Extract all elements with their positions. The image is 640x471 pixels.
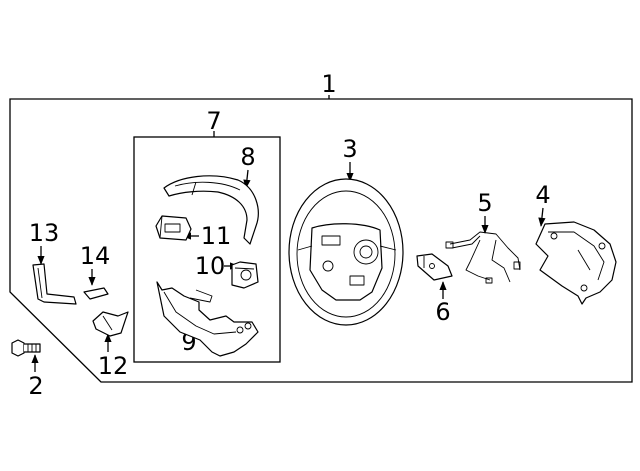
bracket-part xyxy=(416,253,453,281)
leader-4 xyxy=(538,207,546,227)
small-pad-part xyxy=(83,287,109,300)
callout-6: 6 xyxy=(435,298,450,326)
callout-7: 7 xyxy=(206,107,221,135)
callout-12: 12 xyxy=(98,352,129,380)
assembly-outline xyxy=(9,98,633,383)
callout-11: 11 xyxy=(201,222,232,250)
steering-wheel-part xyxy=(288,178,404,326)
control-switch-part xyxy=(231,261,259,289)
wiring-harness-part xyxy=(445,231,521,284)
trim-strip-part xyxy=(32,263,77,305)
bolt-part xyxy=(11,339,41,357)
lower-bezel-part xyxy=(156,281,259,357)
callout-2: 2 xyxy=(28,372,43,400)
lower-cover-part xyxy=(92,311,129,337)
callout-3: 3 xyxy=(342,135,357,163)
upper-bezel-part xyxy=(163,175,259,245)
switch-part xyxy=(155,215,192,241)
callout-1: 1 xyxy=(321,70,336,98)
callout-14: 14 xyxy=(80,242,111,270)
callout-5: 5 xyxy=(477,189,492,217)
callout-8: 8 xyxy=(240,143,255,171)
callout-13: 13 xyxy=(29,219,60,247)
callout-10: 10 xyxy=(195,252,226,280)
rear-cover-part xyxy=(535,221,617,305)
subassembly-box xyxy=(133,136,281,363)
callout-4: 4 xyxy=(535,181,550,209)
